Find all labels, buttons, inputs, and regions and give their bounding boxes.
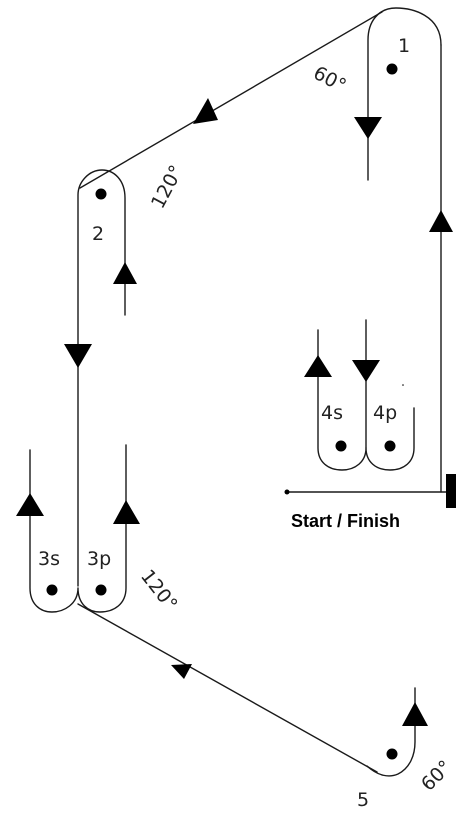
angle-label-mark-5: 60° [417, 756, 456, 795]
mark-label-3s: 3s [38, 548, 60, 570]
rounding-mark-2 [77, 169, 126, 587]
mark-4s-buoy [335, 440, 347, 452]
mark-label-5: 5 [357, 789, 369, 811]
mark-label-2: 2 [92, 223, 104, 245]
mark-label-1: 1 [398, 35, 410, 57]
mark-5-buoy [386, 748, 398, 760]
start-finish-label: Start / Finish [291, 511, 400, 531]
arrow-reach-to-mark-5-icon [171, 664, 192, 679]
leg-gate-3-to-mark-5 [77, 603, 378, 773]
mark-3p-buoy [95, 584, 107, 596]
start-line-end-dot [284, 489, 290, 495]
mark-label-3p: 3p [87, 548, 111, 570]
arrow-down-run-icon [64, 344, 92, 368]
gate-4-speck [402, 384, 404, 386]
arrow-down-4p-icon [352, 360, 380, 382]
mark-2-buoy [95, 188, 107, 200]
mark-label-4s: 4s [321, 402, 343, 424]
leg-mark-1-to-mark-2 [79, 11, 383, 189]
arrow-up-start-leg-icon [429, 210, 453, 232]
arrow-up-3p-icon [113, 500, 140, 524]
mark-label-4p: 4p [373, 402, 397, 424]
arrow-reach-to-mark-2-icon [193, 98, 218, 124]
arrow-up-3s-icon [16, 493, 44, 516]
mark-1-buoy [386, 63, 398, 75]
arrow-up-mark-5-icon [402, 702, 428, 726]
mark-3s-buoy [46, 584, 58, 596]
rounding-mark-1 [367, 7, 442, 181]
mark-4p-buoy [384, 440, 396, 452]
angle-label-gate-3: 120° [136, 566, 182, 616]
arrow-up-mark-2-icon [113, 262, 137, 284]
rounding-mark-5 [366, 687, 416, 777]
gate-3s-3p-rounding [29, 444, 127, 613]
arrow-down-mark-1-icon [354, 117, 382, 139]
arrow-up-4s-icon [304, 355, 332, 377]
angle-label-mark-2: 120° [147, 162, 188, 213]
angle-label-mark-1: 60° [310, 62, 350, 97]
committee-boat-marker [446, 474, 456, 508]
